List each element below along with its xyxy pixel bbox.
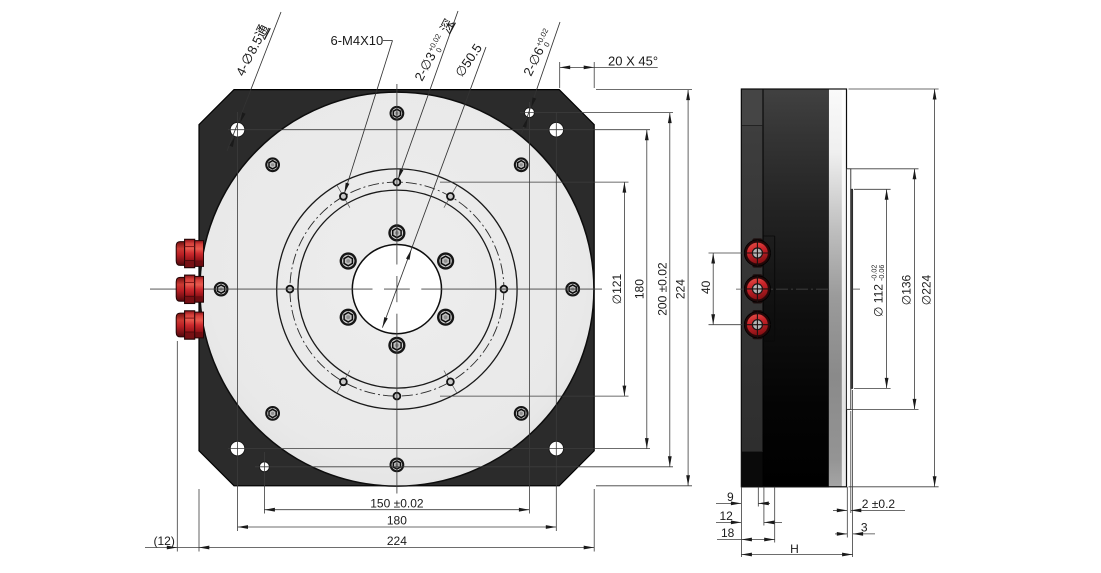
svg-text:180: 180 [387,514,407,528]
svg-text:0: 0 [542,41,552,49]
svg-text:H: H [790,542,799,556]
svg-text:150 ±0.02: 150 ±0.02 [370,496,424,510]
svg-text:9: 9 [727,490,734,504]
svg-text:18: 18 [721,526,735,540]
svg-text:-0.06: -0.06 [877,265,886,281]
svg-text:6-M4X10: 6-M4X10 [331,33,384,48]
svg-text:0: 0 [434,46,444,54]
svg-text:∅ 112: ∅ 112 [872,284,886,317]
svg-text:∅224: ∅224 [920,274,934,305]
svg-text:40: 40 [699,280,713,294]
svg-text:∅136: ∅136 [900,274,914,305]
svg-text:12: 12 [720,509,734,523]
svg-text:(12): (12) [154,534,175,548]
svg-text:3: 3 [861,520,868,534]
svg-text:2 ±0.2: 2 ±0.2 [862,497,896,511]
svg-text:深: 深 [437,16,456,35]
svg-text:20 X 45°: 20 X 45° [608,53,658,68]
svg-text:224: 224 [674,279,688,299]
svg-text:224: 224 [387,534,407,548]
svg-text:180: 180 [632,279,646,299]
svg-text:200 ±0.02: 200 ±0.02 [655,262,669,316]
svg-text:-0.02: -0.02 [870,265,879,281]
svg-text:∅121: ∅121 [610,274,624,305]
